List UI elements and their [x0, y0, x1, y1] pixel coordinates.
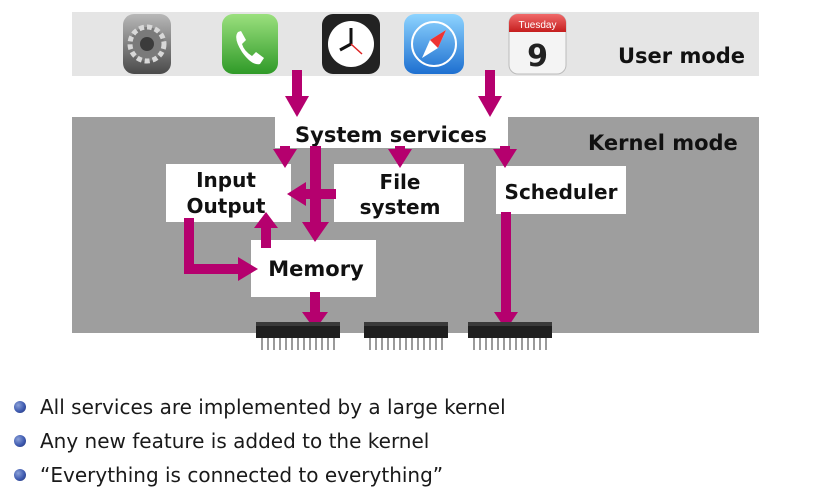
file-system-box: [334, 164, 464, 222]
cpu-chip-1: [256, 322, 340, 350]
file-system-label-line2: system: [360, 195, 441, 219]
system-services-label: System services: [295, 123, 487, 147]
input-output-box: [166, 164, 291, 222]
clock-icon[interactable]: [322, 14, 380, 74]
bullet-text: All services are implemented by a large …: [40, 395, 506, 419]
os-diagram: Tuesday 9 User mode Kernel mode System s…: [72, 12, 759, 350]
calendar-day-label: Tuesday: [519, 20, 557, 31]
connection-arrows: [184, 70, 518, 330]
cpu-chip-3: [468, 322, 552, 350]
bullet-dot-icon: [14, 469, 26, 481]
bullet-dot-icon: [14, 435, 26, 447]
safari-icon[interactable]: [404, 14, 464, 74]
system-services-box: [275, 117, 508, 148]
cpu-chip-2: [364, 322, 448, 350]
calendar-icon[interactable]: Tuesday 9: [508, 13, 567, 75]
bullet-text: Any new feature is added to the kernel: [40, 429, 430, 453]
bullet-item: “Everything is connected to everything”: [14, 460, 506, 494]
input-output-label-line2: Output: [187, 194, 266, 218]
memory-box: [251, 240, 376, 297]
bullet-list: All services are implemented by a large …: [14, 392, 506, 494]
scheduler-label: Scheduler: [505, 180, 618, 204]
bullet-item: All services are implemented by a large …: [14, 392, 506, 426]
phone-icon[interactable]: [222, 14, 278, 74]
user-mode-label: User mode: [618, 44, 745, 68]
memory-label: Memory: [268, 257, 364, 281]
scheduler-box: [496, 166, 626, 214]
bullet-item: Any new feature is added to the kernel: [14, 426, 506, 460]
settings-icon[interactable]: [123, 14, 171, 74]
calendar-date-label: 9: [527, 39, 548, 74]
bullet-dot-icon: [14, 401, 26, 413]
input-output-label-line1: Input: [196, 168, 256, 192]
bullet-text: “Everything is connected to everything”: [40, 463, 444, 487]
file-system-label-line1: File: [380, 170, 421, 194]
kernel-mode-label: Kernel mode: [588, 131, 738, 155]
